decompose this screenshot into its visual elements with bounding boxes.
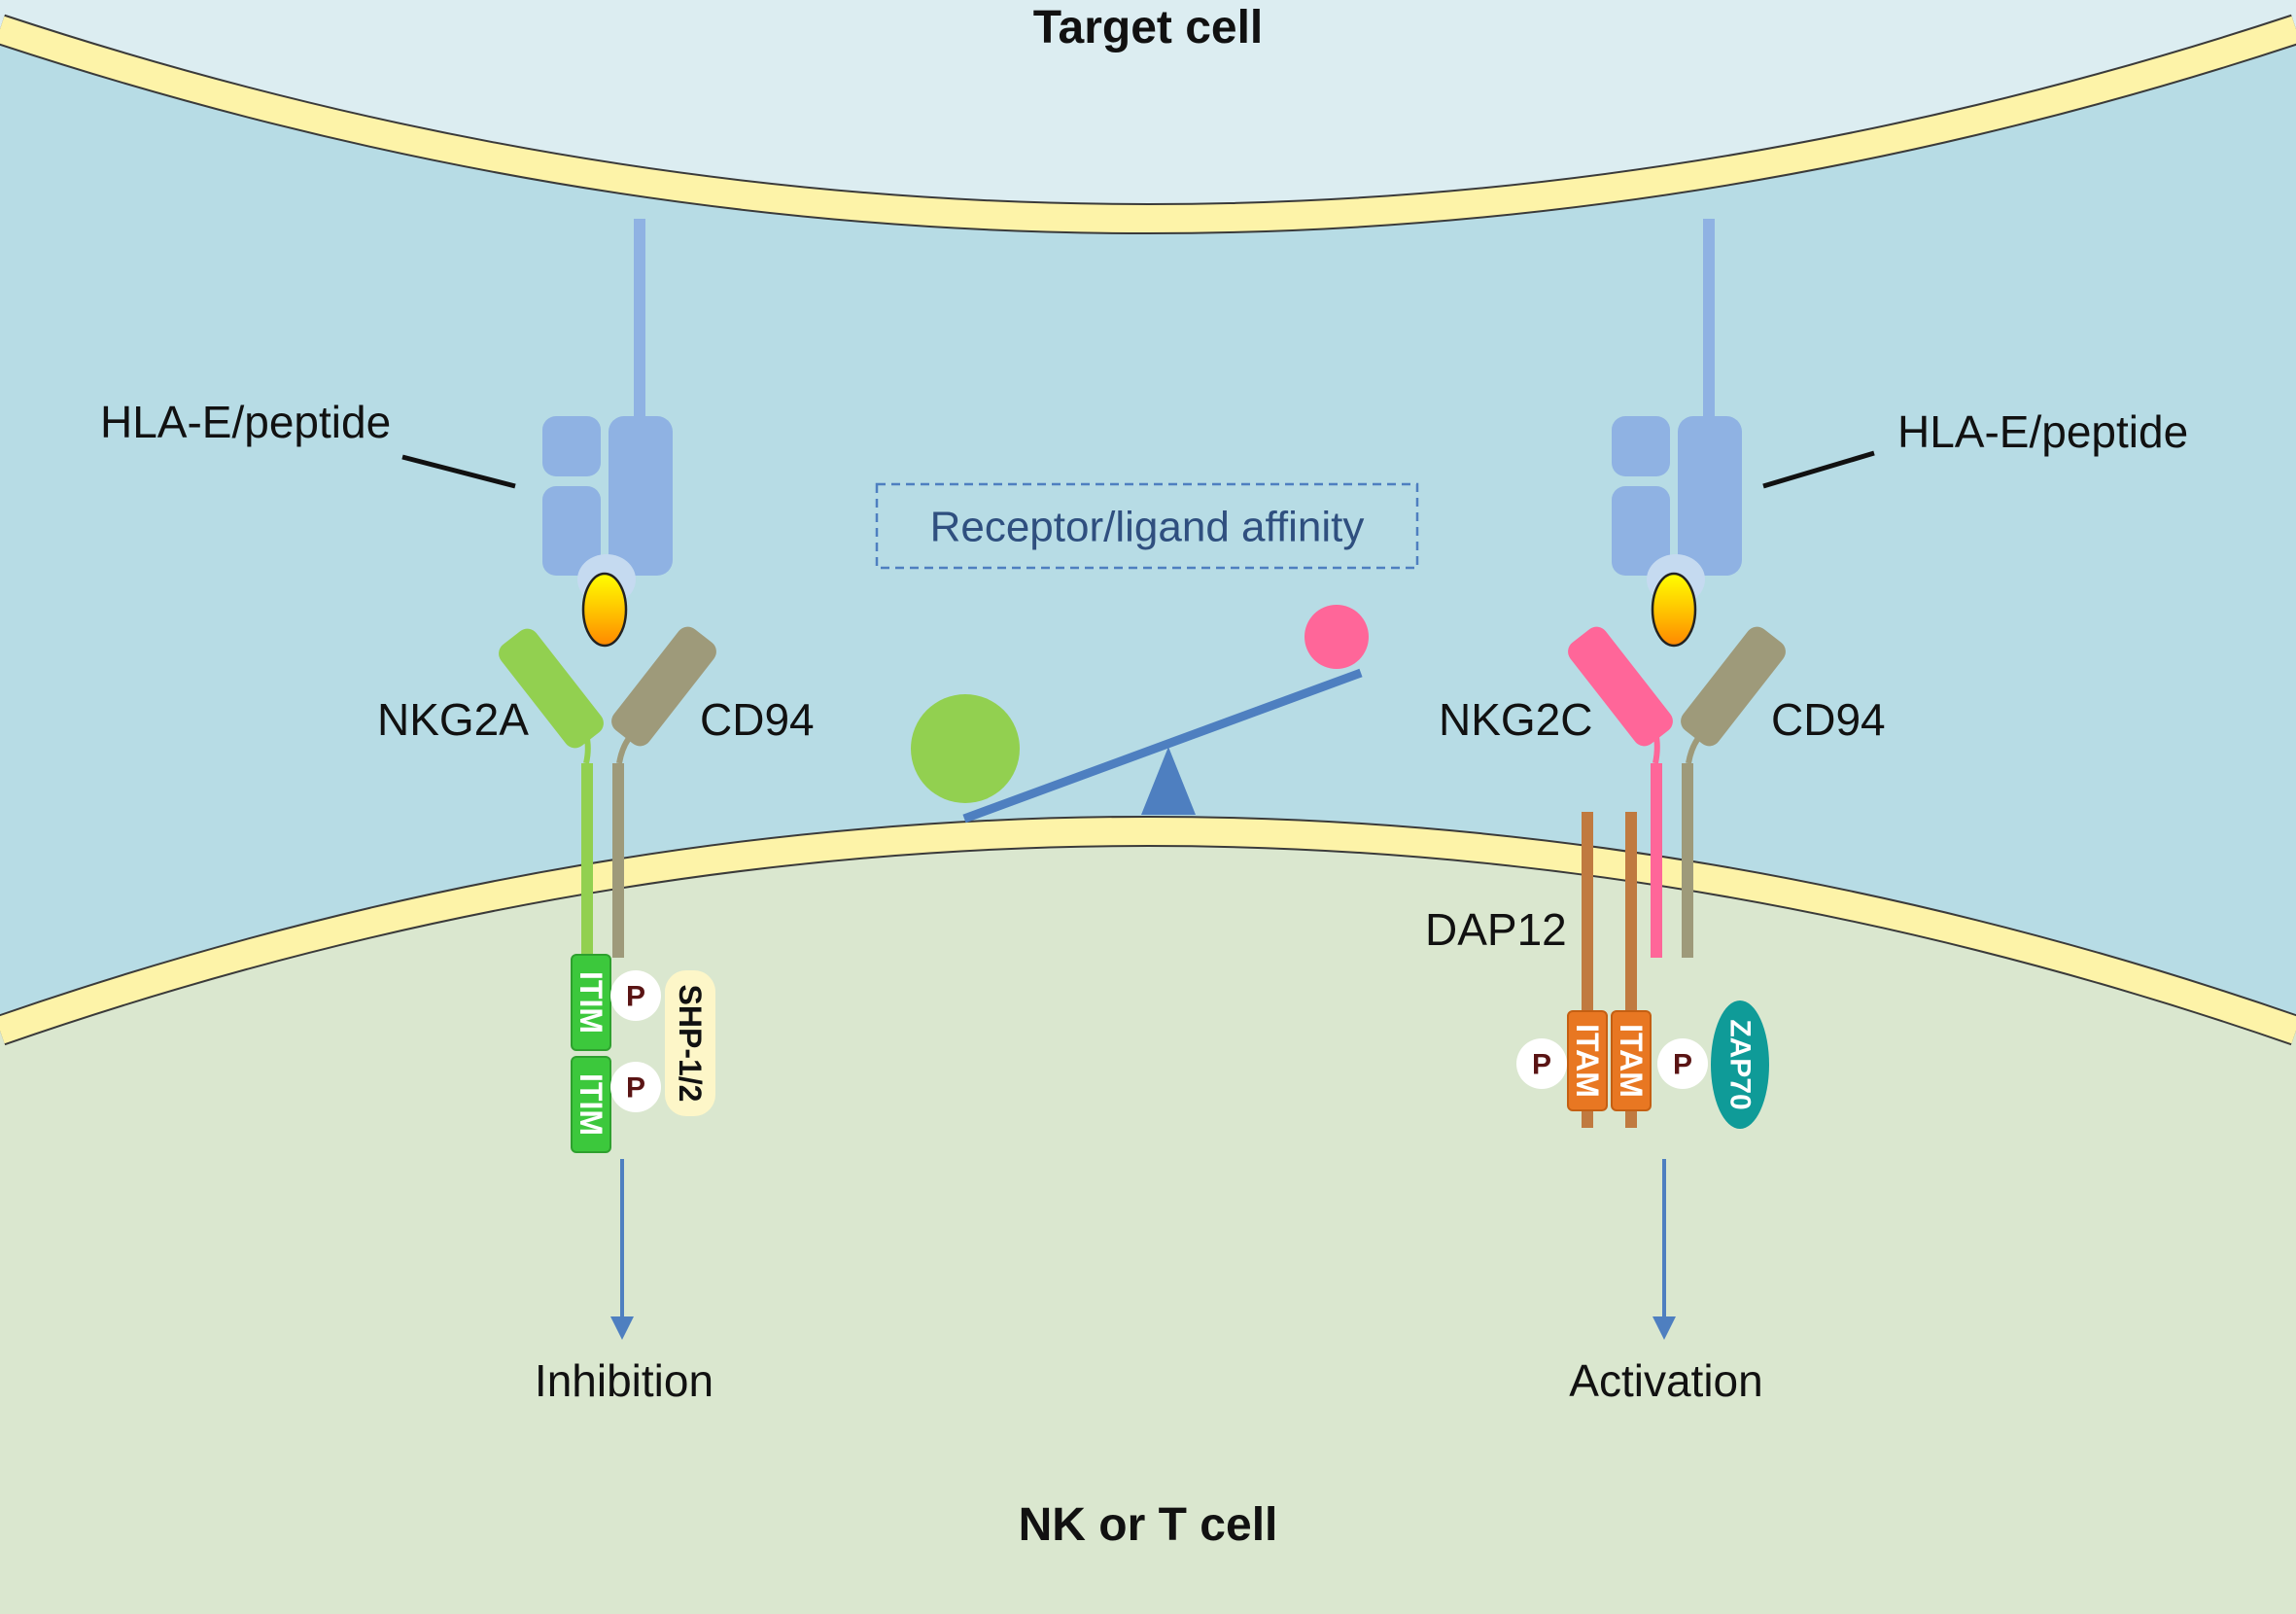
right-phosphate-right-label: P: [1673, 1049, 1692, 1081]
left-ligand-pointer: [401, 454, 516, 489]
right-cd94-head: [1681, 626, 1786, 747]
seesaw-fulcrum: [1141, 747, 1196, 815]
right-outcome-label: Activation: [1569, 1355, 1762, 1406]
right-coreceptor-label: CD94: [1771, 694, 1886, 745]
left-itim-top: [571, 954, 611, 1051]
right-itam-motifs: ITAM ITAM: [1567, 1010, 1652, 1111]
right-nkg2c-receptor: [1568, 626, 1673, 958]
target-membrane: [0, 16, 2296, 232]
right-itam-left: [1567, 1010, 1608, 1111]
left-hla-e-complex: [542, 219, 673, 648]
left-coreceptor-label: CD94: [700, 694, 815, 745]
left-phosphate-bottom: [610, 1062, 661, 1112]
left-itim-bottom-label: ITIM: [574, 1073, 609, 1136]
right-itam-left-label: ITAM: [1570, 1024, 1605, 1098]
affinity-label: Receptor/ligand affinity: [930, 504, 1365, 551]
left-cd94-hinge: [616, 735, 633, 764]
right-phosphate-left: [1516, 1038, 1567, 1089]
left-shp-phosphatase: SHP-1/2: [665, 970, 715, 1116]
right-phosphates: P P: [1516, 1038, 1708, 1089]
right-itam-right: [1611, 1010, 1652, 1111]
left-hla-domain-top: [542, 416, 601, 476]
right-receptor-label: NKG2C: [1439, 694, 1592, 745]
right-nkg2c-head: [1568, 626, 1673, 747]
left-hla-heavy-chain: [609, 416, 673, 576]
left-nkg2a-stalk: [581, 763, 593, 958]
right-nkg2c-hinge: [1652, 736, 1660, 764]
right-hla-domain-bottom: [1612, 486, 1670, 576]
left-shp-label: SHP-1/2: [673, 985, 708, 1103]
left-shp-shape: [665, 970, 715, 1116]
right-ligand-pointer: [1762, 450, 1875, 489]
target-cell-title: Target cell: [1033, 2, 1264, 53]
right-hla-stalk: [1703, 219, 1715, 428]
right-nkg2c-stalk: [1651, 763, 1662, 958]
effector-membrane: [0, 818, 2296, 1044]
left-cd94-head: [611, 626, 716, 747]
zap70-shape: [1711, 1000, 1769, 1129]
right-adaptor-label: DAP12: [1425, 904, 1567, 955]
right-cd94-hinge: [1686, 735, 1702, 764]
right-itam-right-label: ITAM: [1614, 1024, 1649, 1098]
left-itim-motifs: ITIM ITIM: [571, 954, 611, 1153]
nkg2a-affinity-ball: [911, 694, 1020, 803]
left-outcome-label: Inhibition: [535, 1355, 713, 1406]
left-phosphate-top-label: P: [626, 981, 645, 1013]
left-phosphate-top: [610, 970, 661, 1021]
right-phosphate-right: [1657, 1038, 1708, 1089]
right-hla-e-complex: [1612, 219, 1742, 648]
left-ligand-label: HLA-E/peptide: [100, 397, 391, 447]
left-peptide: [581, 572, 628, 648]
right-cd94-stalk: [1682, 763, 1693, 958]
left-nkg2a-receptor: [499, 628, 604, 958]
left-hla-stalk: [634, 219, 645, 428]
left-nkg2a-hinge: [583, 738, 591, 764]
right-peptide: [1651, 572, 1697, 648]
left-itim-top-label: ITIM: [574, 971, 609, 1034]
left-phosphate-bottom-label: P: [626, 1072, 645, 1105]
seesaw-beam: [962, 668, 1363, 824]
left-phosphates: P P: [610, 970, 661, 1112]
nkg2c-affinity-ball: [1305, 605, 1369, 669]
synapse-area: [0, 29, 2296, 1031]
left-cd94-stalk: [612, 763, 624, 958]
right-cd94-coreceptor: [1681, 626, 1786, 958]
right-zap70-kinase: ZAP70: [1711, 1000, 1769, 1129]
right-hla-domain-top: [1612, 416, 1670, 476]
affinity-box: [875, 482, 1419, 570]
right-phosphate-left-label: P: [1532, 1049, 1551, 1081]
left-itim-bottom: [571, 1056, 611, 1153]
zap70-label: ZAP70: [1724, 1019, 1757, 1109]
left-nkg2a-head: [499, 628, 604, 749]
left-hla-domain-bottom: [542, 486, 601, 576]
nk-cell-title: NK or T cell: [1019, 1499, 1278, 1551]
right-ligand-label: HLA-E/peptide: [1897, 406, 2188, 457]
right-hla-heavy-chain: [1678, 416, 1742, 576]
left-cd94-coreceptor: [611, 626, 716, 958]
left-receptor-label: NKG2A: [377, 694, 529, 745]
